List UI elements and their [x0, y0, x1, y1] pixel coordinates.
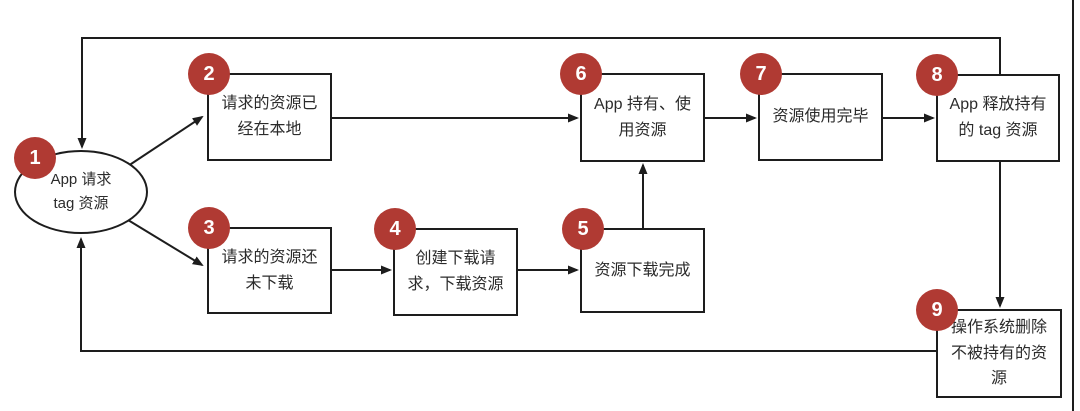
node-app-holds-uses-resource: App 持有、使 用资源	[580, 73, 705, 162]
step-number-badge-2: 2	[188, 53, 230, 95]
step-number-badge-3: 3	[188, 207, 230, 249]
connector-9-to-1	[76, 237, 936, 352]
node-app-releases-tag-resource: App 释放持有 的 tag 资源	[936, 74, 1060, 162]
step-number-badge-8: 8	[916, 54, 958, 96]
node-download-complete: 资源下载完成	[580, 228, 705, 313]
step-number-badge-9: 9	[916, 289, 958, 331]
connector-8-to-1	[77, 37, 1001, 149]
node-label: 请求的资源还 未下载	[221, 248, 318, 292]
node-label: 请求的资源已 经在本地	[221, 95, 318, 138]
connector-1-to-3	[127, 219, 204, 267]
step-number-badge-4: 4	[374, 208, 416, 250]
connector-1-to-2	[127, 115, 204, 167]
node-label: App 持有、使 用资源	[594, 95, 691, 139]
step-number-badge-1: 1	[14, 137, 56, 179]
step-number-badge-7: 7	[740, 53, 782, 95]
node-resource-already-local: 请求的资源已 经在本地	[207, 73, 332, 161]
node-create-download-request: 创建下载请 求，下载资源	[393, 228, 518, 316]
node-label: App 释放持有 的 tag 资源	[949, 96, 1047, 139]
node-label: 资源下载完成	[594, 261, 691, 279]
node-os-deletes-unheld-resource: 操作系统删除 不被持有的资 源	[936, 309, 1062, 398]
step-number-badge-5: 5	[562, 208, 604, 250]
node-label: App 请求 tag 资源	[50, 171, 112, 212]
node-resource-use-finished: 资源使用完毕	[758, 73, 883, 161]
node-label: 操作系统删除 不被持有的资 源	[950, 319, 1047, 388]
node-resource-not-downloaded: 请求的资源还 未下载	[207, 227, 332, 314]
node-label: 资源使用完毕	[772, 108, 869, 126]
node-label: 创建下载请 求，下载资源	[407, 250, 504, 293]
step-number-badge-6: 6	[560, 53, 602, 95]
